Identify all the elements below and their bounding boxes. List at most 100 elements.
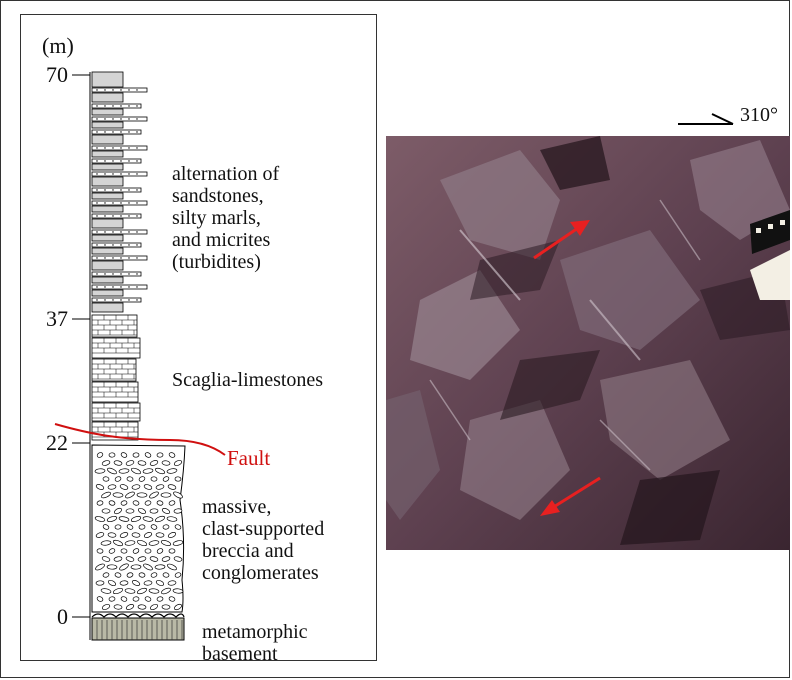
sand-dot: [136, 231, 137, 232]
sand-dot: [104, 286, 105, 287]
marl-bed: [92, 214, 141, 218]
breccia-clast: [95, 468, 105, 473]
tick-label-37: 37: [28, 306, 68, 332]
sand-dot: [136, 273, 137, 274]
breccia-clast: [145, 549, 151, 554]
breccia-clast: [163, 524, 170, 529]
breccia-clast: [97, 548, 103, 553]
sand-dot: [112, 147, 113, 148]
sand-dot: [128, 118, 129, 119]
sand-dot: [120, 147, 121, 148]
sand-dot: [96, 244, 97, 245]
sand-dot: [120, 231, 121, 232]
breccia-clast: [127, 476, 133, 481]
sand-dot: [112, 286, 113, 287]
limestone-bed: [92, 315, 137, 337]
sand-dot: [128, 299, 129, 300]
marl-bed: [92, 188, 141, 192]
breccia-clast: [157, 453, 163, 458]
sand-dot: [120, 160, 121, 161]
sand-dot: [96, 202, 97, 203]
tick-label-70: 70: [28, 62, 68, 88]
limestone-bed: [92, 359, 136, 381]
breccia-clast: [102, 509, 110, 514]
sandstone-bed: [92, 72, 123, 87]
marl-bed: [92, 88, 147, 92]
sand-dot: [112, 215, 113, 216]
sand-dot: [128, 105, 129, 106]
breccia-clast: [151, 477, 157, 482]
sand-dot: [112, 273, 113, 274]
sand-dot: [136, 215, 137, 216]
sand-dot: [120, 105, 121, 106]
sand-dot: [136, 89, 137, 90]
sand-dot: [120, 189, 121, 190]
sand-dot: [104, 189, 105, 190]
marl-bed: [92, 104, 141, 108]
sand-dot: [96, 286, 97, 287]
marl-bed: [92, 201, 147, 205]
breccia-clast: [121, 549, 127, 554]
breccia-clast: [103, 476, 110, 481]
sand-dot: [128, 257, 129, 258]
sand-dot: [104, 215, 105, 216]
sand-dot: [96, 215, 97, 216]
sand-dot: [104, 257, 105, 258]
breccia-clast: [133, 453, 139, 458]
sand-dot: [96, 160, 97, 161]
breccia-clast: [174, 508, 182, 513]
breccia-clast: [133, 596, 140, 601]
sand-dot: [104, 131, 105, 132]
sand-dot: [112, 89, 113, 90]
sandstone-bed: [92, 219, 123, 228]
sand-dot: [112, 231, 113, 232]
sand-dot: [120, 257, 121, 258]
sand-dot: [112, 202, 113, 203]
basement-contact: [92, 614, 184, 617]
sand-dot: [136, 131, 137, 132]
breccia-clast: [96, 581, 104, 586]
sand-dot: [120, 244, 121, 245]
sand-dot: [96, 231, 97, 232]
sand-dot: [128, 231, 129, 232]
sand-dot: [112, 299, 113, 300]
breccia-clast: [113, 492, 123, 497]
basement-label: metamorphic basement: [202, 621, 308, 665]
marl-bed: [92, 243, 141, 247]
marl-bed: [92, 159, 141, 163]
sand-dot: [136, 105, 137, 106]
sandstone-bed: [92, 303, 123, 312]
sand-dot: [120, 202, 121, 203]
sand-dot: [128, 173, 129, 174]
sand-dot: [112, 131, 113, 132]
sand-dot: [112, 105, 113, 106]
marl-bed: [92, 172, 147, 176]
sand-dot: [104, 231, 105, 232]
marl-bed: [92, 146, 147, 150]
sand-dot: [96, 105, 97, 106]
turbidite-beds: [92, 72, 147, 312]
sand-dot: [104, 273, 105, 274]
sand-dot: [112, 160, 113, 161]
sand-dot: [136, 160, 137, 161]
sand-dot: [128, 202, 129, 203]
sand-dot: [96, 299, 97, 300]
breccia-clast: [115, 525, 121, 530]
breccia-label: massive, clast-supported breccia and con…: [202, 496, 324, 584]
marl-bed: [92, 230, 147, 234]
breccia-clast: [107, 565, 117, 570]
breccia-clast: [155, 565, 165, 570]
sandstone-bed: [92, 235, 123, 241]
sand-dot: [96, 189, 97, 190]
sand-dot: [136, 189, 137, 190]
tick-label-22: 22: [28, 430, 68, 456]
sand-dot: [112, 244, 113, 245]
sand-dot: [128, 286, 129, 287]
sandstone-bed: [92, 109, 123, 115]
orientation-barb: [712, 114, 733, 124]
breccia-clast: [109, 453, 115, 458]
sand-dot: [136, 173, 137, 174]
turbidites-label: alternation of sandstones, silty marls, …: [172, 163, 279, 273]
sand-dot: [136, 202, 137, 203]
sand-dot: [128, 89, 129, 90]
